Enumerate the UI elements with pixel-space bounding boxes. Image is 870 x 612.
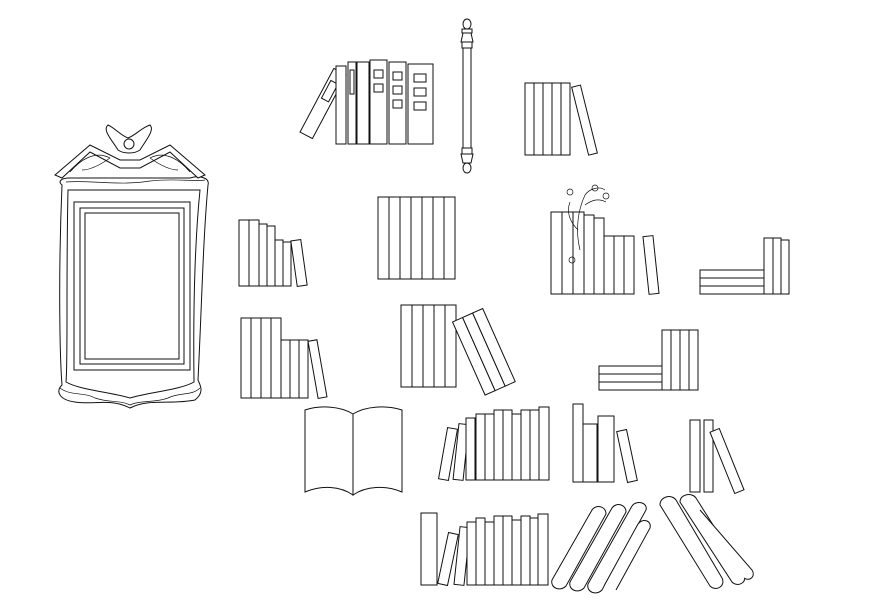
binder-set-small-a bbox=[238, 219, 308, 288]
binder-set-labelled-a bbox=[377, 196, 456, 280]
book-row-b bbox=[572, 403, 638, 484]
turned-column bbox=[460, 18, 474, 174]
rolled-documents-b bbox=[659, 494, 754, 589]
stacked-binders-corner-b bbox=[598, 329, 699, 391]
leaning-binder-row bbox=[299, 59, 434, 145]
stacked-binders-corner-a bbox=[699, 237, 790, 295]
book-row-a bbox=[437, 406, 550, 482]
book-row-d bbox=[420, 512, 549, 587]
book-row-c bbox=[689, 419, 745, 495]
open-book bbox=[304, 406, 403, 496]
ornate-mirror-frame bbox=[54, 124, 209, 409]
binder-set-leaning bbox=[524, 82, 598, 156]
binder-set-labelled-b bbox=[400, 304, 516, 396]
binder-set-with-plant bbox=[550, 184, 660, 295]
rolled-documents-a bbox=[551, 502, 651, 594]
binder-set-small-b bbox=[240, 317, 328, 400]
